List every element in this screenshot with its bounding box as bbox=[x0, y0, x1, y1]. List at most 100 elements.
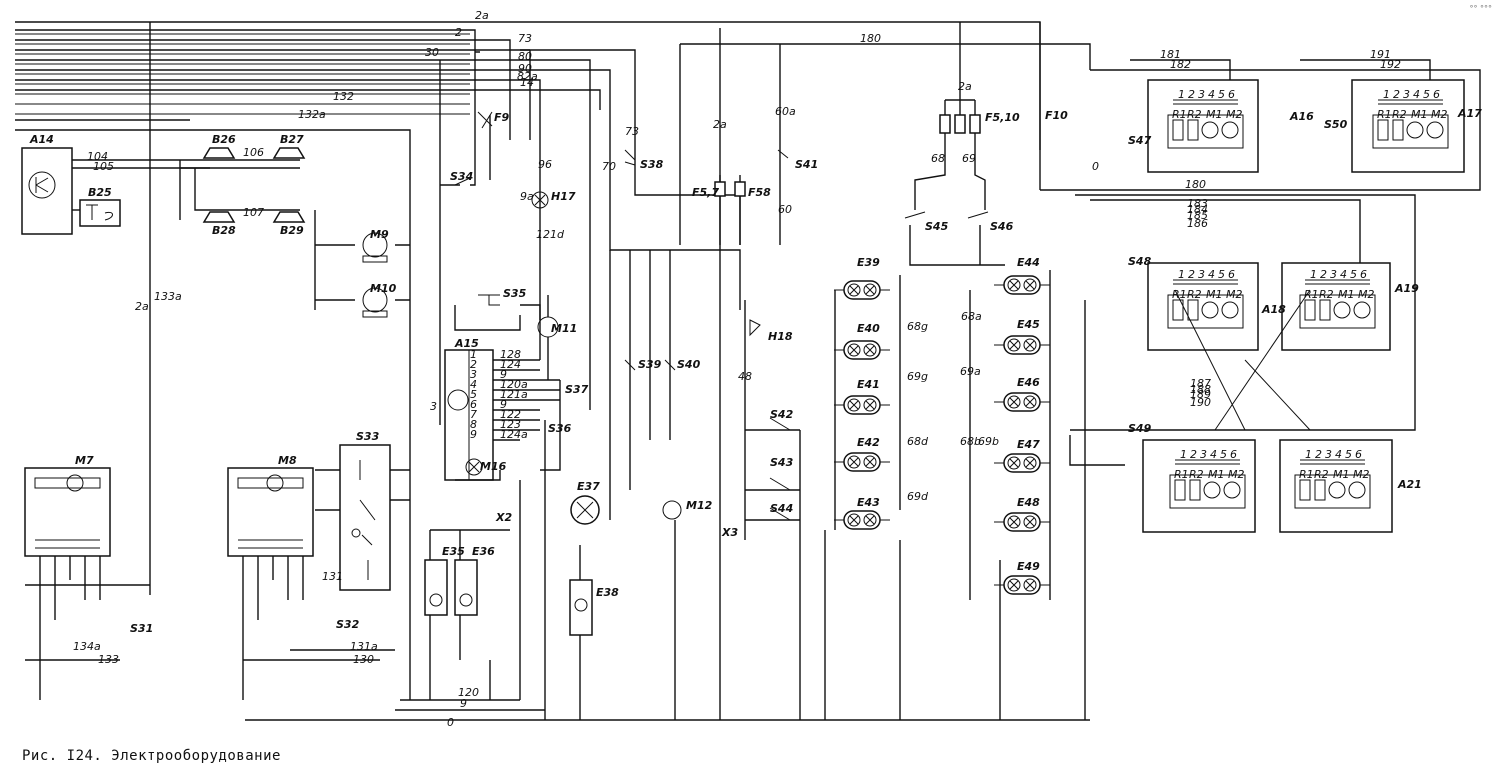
unit-part-label: M2 bbox=[1226, 288, 1243, 301]
unit-part-label: R2 bbox=[1319, 288, 1334, 301]
unit-part-label: M1 bbox=[1206, 108, 1223, 121]
unit-pin-label: 4 bbox=[1340, 268, 1347, 281]
wire-label: 130 bbox=[353, 653, 374, 666]
wire-label: 104 bbox=[87, 150, 108, 163]
component-label-s49: S49 bbox=[1128, 422, 1152, 435]
unit-pin-label: 4 bbox=[1210, 448, 1217, 461]
a15-pin-label: 3 bbox=[470, 368, 477, 381]
a14-block bbox=[21, 147, 210, 235]
component-label-s34: S34 bbox=[450, 170, 473, 183]
component-label-a18: A18 bbox=[1261, 303, 1286, 316]
wire-label: 181 bbox=[1160, 48, 1181, 61]
wire-label: 105 bbox=[93, 160, 114, 173]
unit-pin-label: 1 bbox=[1383, 88, 1390, 101]
wire-label: 190 bbox=[1190, 396, 1211, 409]
unit-pin-label: 6 bbox=[1230, 448, 1237, 461]
wire-label: 60a bbox=[775, 105, 796, 118]
e35-e36 bbox=[424, 529, 510, 700]
wire-label: 69d bbox=[907, 490, 929, 503]
lamp-symbol bbox=[994, 392, 1050, 412]
unit-pin-label: 5 bbox=[1218, 268, 1225, 281]
wire-label: 187 bbox=[1190, 377, 1211, 390]
component-label-b25: B25 bbox=[88, 186, 112, 199]
unit-part-label: R1 bbox=[1377, 108, 1392, 121]
unit-pin-label: 2 bbox=[1320, 268, 1327, 281]
unit-internals bbox=[1167, 99, 1244, 149]
component-label-f57: F5,7 bbox=[692, 186, 719, 199]
unit-part-label: M1 bbox=[1338, 288, 1355, 301]
lamp-symbol bbox=[834, 452, 890, 472]
component-label-b26: B26 bbox=[212, 133, 236, 146]
wire-label: 107 bbox=[243, 206, 264, 219]
wire-label: 0 bbox=[447, 716, 454, 729]
wire-label: 90 bbox=[518, 62, 532, 75]
wire-label: 180 bbox=[1185, 178, 1206, 191]
wire-label: 134a bbox=[73, 640, 101, 653]
b25-speaker bbox=[79, 199, 121, 227]
unit-internals bbox=[1167, 279, 1244, 329]
wire-label: 132 bbox=[333, 90, 354, 103]
component-label-h18: H18 bbox=[768, 330, 793, 343]
component-label-e45: E45 bbox=[1017, 318, 1040, 331]
wire-label: 191 bbox=[1370, 48, 1391, 61]
unit-part-label: R1 bbox=[1172, 108, 1187, 121]
component-label-s35: S35 bbox=[503, 287, 527, 300]
unit-part-label: R2 bbox=[1314, 468, 1329, 481]
component-label-e48: E48 bbox=[1017, 496, 1040, 509]
s42-s44 bbox=[744, 300, 801, 720]
symbols-layer bbox=[834, 275, 1050, 595]
unit-pin-label: 5 bbox=[1220, 448, 1227, 461]
lamp-symbol bbox=[994, 453, 1050, 473]
a15-pin-label: 128 bbox=[500, 348, 521, 361]
unit-pin-label: 1 bbox=[1178, 88, 1185, 101]
wire-label: 73 bbox=[625, 125, 639, 138]
wire-label: 133 bbox=[98, 653, 119, 666]
unit-pin-label: 6 bbox=[1433, 88, 1440, 101]
lamp-symbol bbox=[994, 335, 1050, 355]
component-label-a19: A19 bbox=[1394, 282, 1419, 295]
unit-pin-label: 2 bbox=[1315, 448, 1322, 461]
m8-block bbox=[227, 467, 395, 700]
component-label-m10: M10 bbox=[370, 282, 397, 295]
wire-label: 131a bbox=[350, 640, 378, 653]
unit-part-label: R1 bbox=[1304, 288, 1319, 301]
unit-pin-label: 4 bbox=[1335, 448, 1342, 461]
component-label-s31: S31 bbox=[130, 622, 153, 635]
right-units bbox=[1040, 59, 1481, 533]
unit-pin-label: 1 bbox=[1178, 268, 1185, 281]
wire-label: 69a bbox=[960, 365, 981, 378]
a15-pin-label: 8 bbox=[470, 418, 477, 431]
unit-pin-label: 6 bbox=[1228, 88, 1235, 101]
unit-pin-label: 2 bbox=[1190, 448, 1197, 461]
a15-pin-label: 124 bbox=[500, 358, 521, 371]
unit-pin-label: 3 bbox=[1200, 448, 1207, 461]
lamp-symbol bbox=[834, 280, 890, 300]
unit-pin-label: 4 bbox=[1413, 88, 1420, 101]
a15-pin-label: 120a bbox=[500, 378, 528, 391]
component-label-s50: S50 bbox=[1324, 118, 1348, 131]
unit-pin-label: 6 bbox=[1360, 268, 1367, 281]
component-label-m8: M8 bbox=[278, 454, 297, 467]
a15-pin-label: 9 bbox=[500, 368, 507, 381]
unit-part-label: R1 bbox=[1172, 288, 1187, 301]
wire-label: 121d bbox=[536, 228, 565, 241]
unit-pin-label: 4 bbox=[1208, 88, 1215, 101]
component-label-x3: X3 bbox=[721, 526, 738, 539]
figure-caption: Рис. I24. Электрооборудование bbox=[22, 748, 281, 764]
unit-part-label: M1 bbox=[1333, 468, 1350, 481]
component-label-f9: F9 bbox=[494, 111, 510, 124]
lamps-right-col bbox=[969, 270, 1051, 600]
lamp-symbol bbox=[834, 340, 890, 360]
lamp-symbol bbox=[994, 512, 1050, 532]
wire-label: 60 bbox=[778, 203, 792, 216]
unit-pin-label: 3 bbox=[1330, 268, 1337, 281]
component-label-s33: S33 bbox=[356, 430, 380, 443]
a15-pin-label: 123 bbox=[500, 418, 521, 431]
lamp-symbol bbox=[994, 575, 1050, 595]
a15-pin-label: 122 bbox=[500, 408, 521, 421]
component-label-e36: E36 bbox=[472, 545, 495, 558]
unit-pin-label: 3 bbox=[1325, 448, 1332, 461]
